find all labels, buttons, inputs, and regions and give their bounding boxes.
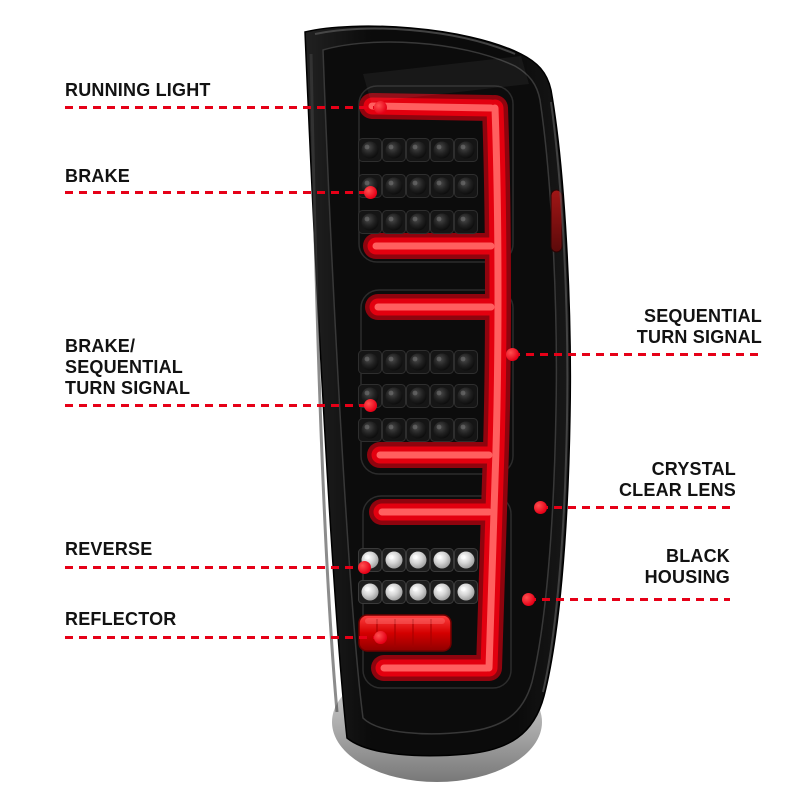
callout-dot-brake (364, 186, 377, 199)
leader-line-running-light (65, 106, 374, 109)
label-crystal-clear-lens: CRYSTAL CLEAR LENS (618, 459, 736, 500)
label-reflector: REFLECTOR (65, 609, 177, 629)
callout-dot-black-housing (522, 593, 535, 606)
lens-reflection (363, 56, 529, 102)
label-running-light: RUNNING LIGHT (65, 80, 211, 100)
callout-dot-sequential-turn-signal (506, 348, 519, 361)
brake-sequential-led-grid (358, 350, 478, 442)
leader-line-reflector (65, 636, 375, 639)
label-reverse: REVERSE (65, 539, 153, 559)
leader-line-brake (65, 191, 365, 194)
callout-dot-reverse (358, 561, 371, 574)
label-black-housing: BLACK HOUSING (644, 546, 730, 587)
leader-line-brake-sequential-turn-signal (65, 404, 365, 407)
top-highlight (314, 27, 516, 55)
led-grids (358, 138, 478, 604)
light-bar-tube (359, 93, 511, 681)
callout-dot-reflector (374, 631, 387, 644)
label-sequential-turn-signal: SEQUENTIAL TURN SIGNAL (636, 306, 762, 347)
left-edge-highlight (309, 53, 339, 713)
label-brake: BRAKE (65, 166, 131, 186)
callout-dot-crystal-clear-lens (534, 501, 547, 514)
tail-light-illustration (304, 25, 572, 782)
reflector (358, 614, 452, 652)
callout-dot-running-light (374, 101, 387, 114)
brake-led-grid (358, 138, 478, 234)
callout-dot-brake-sequential-turn-signal (364, 399, 377, 412)
leader-line-sequential-turn-signal (512, 353, 758, 356)
right-rim-highlight (542, 101, 569, 693)
label-brake-sequential-turn-signal: BRAKE/ SEQUENTIAL TURN SIGNAL (65, 336, 191, 398)
leader-line-crystal-clear-lens (540, 506, 736, 509)
reverse-led-grid (358, 548, 478, 604)
leader-line-reverse (65, 566, 359, 569)
leader-line-black-housing (528, 598, 730, 601)
